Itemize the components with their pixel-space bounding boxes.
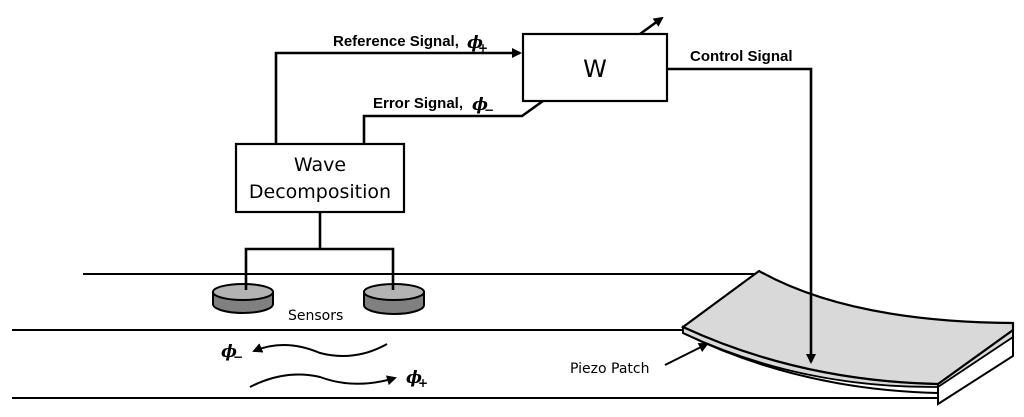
svg-text:Reference Signal,: Reference Signal, <box>333 33 459 50</box>
svg-text:−: − <box>484 103 494 117</box>
error-signal-line <box>362 99 544 144</box>
error-signal-label: Error Signal, ϕ − <box>373 95 494 117</box>
svg-text:−: − <box>233 350 243 364</box>
piezo-patch-pointer-arrow <box>664 343 709 366</box>
wave-decomposition-block[interactable]: Wave Decomposition <box>234 142 406 214</box>
adaptive-weight-arrow <box>639 16 664 36</box>
adaptive-filter-w-block[interactable]: W <box>521 32 669 103</box>
svg-text:+: + <box>418 376 428 390</box>
phi-plus-symbol: ϕ <box>467 33 483 53</box>
sensor-wiring <box>244 212 395 290</box>
backward-wave: ϕ − <box>221 342 388 364</box>
sensors-label: Sensors <box>288 308 343 324</box>
control-signal-line <box>667 67 816 364</box>
svg-text:ϕ: ϕ <box>406 368 422 388</box>
beam <box>12 273 940 399</box>
piezo-patch <box>680 269 1015 406</box>
reference-signal-line <box>274 48 522 144</box>
forward-wave: ϕ + <box>249 368 428 390</box>
phi-minus-symbol: ϕ <box>472 95 488 115</box>
svg-text:ϕ: ϕ <box>221 342 237 362</box>
wave-decomposition-label-line1: Wave <box>294 154 346 176</box>
sensor-right <box>363 283 425 315</box>
control-signal-label: Control Signal <box>690 48 793 65</box>
sensor-left <box>212 283 274 314</box>
adaptive-filter-w-label: W <box>583 55 607 83</box>
wave-decomposition-label-line2: Decomposition <box>249 181 391 203</box>
piezo-patch-label: Piezo Patch <box>570 361 649 377</box>
reference-signal-label: Reference Signal, ϕ + <box>333 33 488 55</box>
svg-text:+: + <box>478 41 488 55</box>
svg-text:Error Signal,: Error Signal, <box>373 95 463 112</box>
